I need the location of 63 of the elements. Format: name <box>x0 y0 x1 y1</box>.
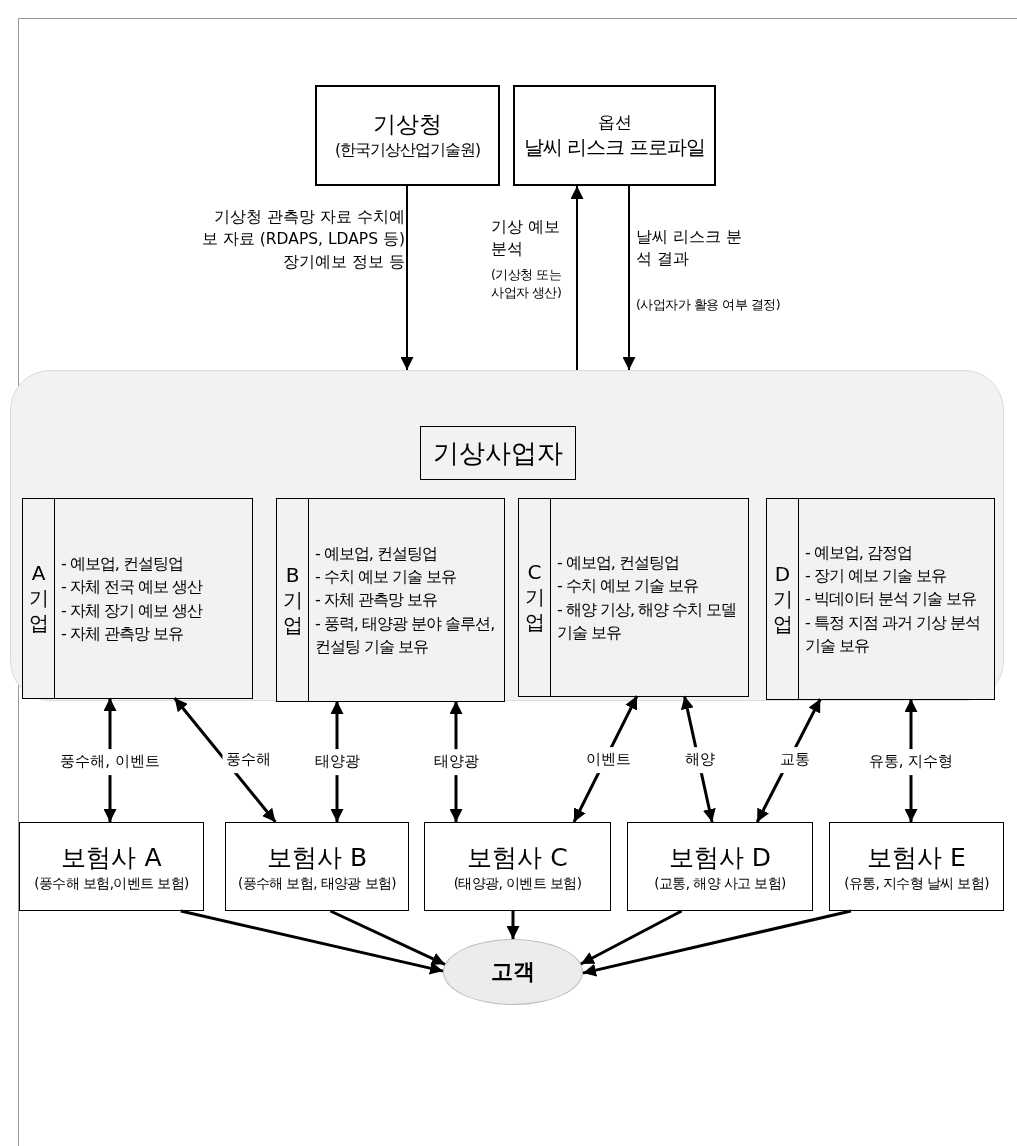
box-title: 보험사 E <box>867 842 966 875</box>
company-box <box>22 498 253 699</box>
bullet-item: - 빅데이터 분석 기술 보유 <box>805 588 978 611</box>
box-title: 보험사 C <box>467 842 568 875</box>
company-box <box>276 498 505 702</box>
arrow <box>180 909 444 975</box>
box-title: 보험사 B <box>266 842 368 875</box>
company-box <box>518 498 749 697</box>
ellipse-label: 고객 <box>491 958 535 986</box>
rounded-panel <box>10 370 1004 701</box>
note-text: (사업자가 활용 여부 결정) <box>636 296 782 314</box>
box-title: 옵션 <box>597 111 632 134</box>
bullet-item: - 예보업, 컨설팅업 <box>557 552 681 575</box>
box-subtitle: (태양광, 이벤트 보험) <box>453 875 582 893</box>
source-box <box>315 85 500 186</box>
bullet-item: - 예보업, 감정업 <box>805 542 914 565</box>
arrow <box>506 911 520 939</box>
bullet-item: - 예보업, 컨설팅업 <box>61 553 185 576</box>
note-text: (기상청 또는 사업자 생산) <box>491 266 563 303</box>
arrow <box>173 697 277 823</box>
bullet-item: - 특정 지점 과거 기상 분석 기술 보유 <box>805 611 982 657</box>
box-subtitle: (유통, 지수형 날씨 보험) <box>844 875 989 893</box>
insurer-box <box>225 822 409 911</box>
source-box <box>513 85 716 186</box>
insurer-box <box>627 822 813 911</box>
box-subtitle: (풍수해 보험, 태양광 보험) <box>237 875 397 893</box>
arrow <box>582 909 852 977</box>
bullet-item: - 장기 예보 기술 보유 <box>805 565 948 588</box>
arrow <box>580 909 683 966</box>
edge-label: 기상청 관측망 자료 수치예보 자료 (RDAPS, LDAPS 등) 장기예보 정보 등 <box>200 207 405 273</box>
bullet-item: - 자체 전국 예보 생산 <box>61 576 203 599</box>
bullet-item: - 예보업, 컨설팅업 <box>315 543 439 566</box>
company-label: D 기업 <box>767 499 799 699</box>
box-subtitle: (한국기상산업기술원) <box>334 140 481 161</box>
bullet-item: - 수치 예보 기술 보유 <box>557 575 700 598</box>
box-subtitle: (교통, 해양 사고 보험) <box>654 875 786 893</box>
company-label: A 기업 <box>23 499 55 698</box>
bullet-item: - 해양 기상, 해양 수치 모델 기술 보유 <box>557 598 738 644</box>
edge-label: 날씨 리스크 분석 결과 <box>636 227 743 271</box>
box-title: 보험사 A <box>61 842 162 875</box>
bullet-item: - 수치 예보 기술 보유 <box>315 566 458 589</box>
edge-label: 해양 <box>682 747 718 773</box>
box-title: 기상사업자 <box>433 436 563 470</box>
arrow <box>400 185 414 371</box>
insurer-box <box>829 822 1004 911</box>
company-label: B 기업 <box>277 499 309 701</box>
company-box <box>766 498 995 700</box>
box-title: 보험사 D <box>668 842 772 875</box>
arrow <box>622 185 636 371</box>
insurer-box <box>19 822 204 911</box>
box-subtitle: (풍수해 보험,이벤트 보험) <box>34 875 189 893</box>
bullet-item: - 자체 관측망 보유 <box>315 589 439 612</box>
company-label: C 기업 <box>519 499 551 696</box>
bullet-item: - 풍력, 태양광 분야 솔루션, 컨설팅 기술 보유 <box>315 612 496 658</box>
arrow <box>570 185 584 371</box>
edge-label: 기상 예보 분석 <box>491 217 561 261</box>
bullet-item: - 자체 관측망 보유 <box>61 622 185 645</box>
box-subtitle: 날씨 리스크 프로파일 <box>523 133 706 160</box>
bullet-item: - 자체 장기 예보 생산 <box>61 599 203 622</box>
title-box <box>420 426 576 480</box>
box-title: 기상청 <box>373 110 442 140</box>
insurer-box <box>424 822 611 911</box>
arrow <box>329 909 446 966</box>
